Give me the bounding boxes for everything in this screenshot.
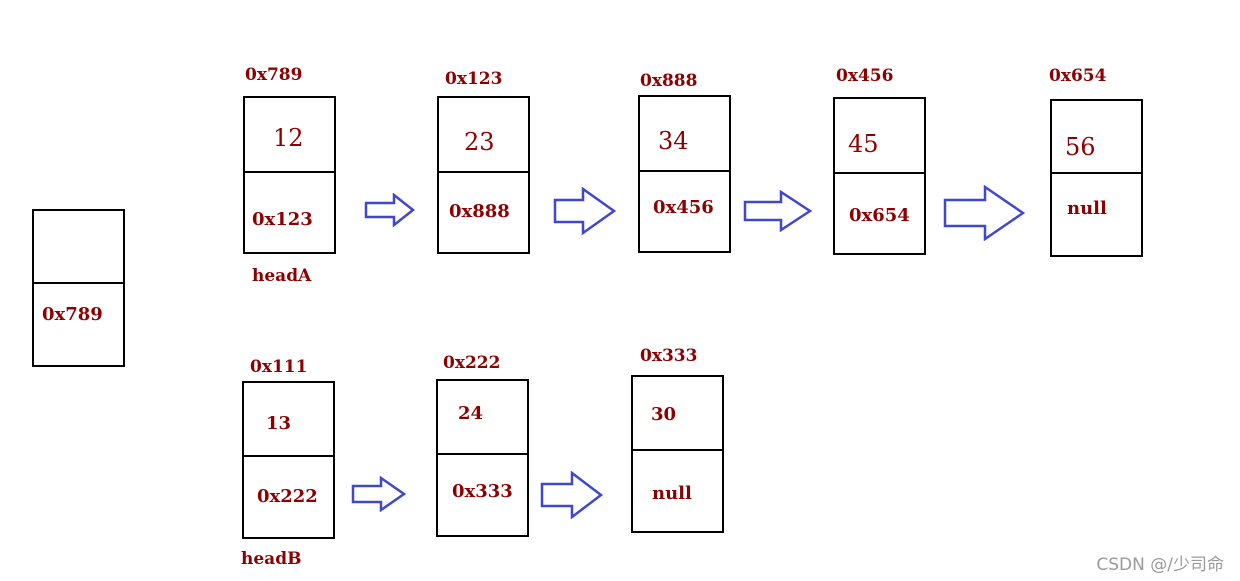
node-a4-next-cell: 0x654 — [835, 174, 924, 253]
node-b2-next: 0x333 — [452, 481, 513, 502]
node-a3-next: 0x456 — [653, 197, 714, 218]
node-a2-next: 0x888 — [449, 201, 510, 222]
list-a-node-2: 23 0x888 — [437, 96, 530, 254]
node-b2-value: 24 — [458, 403, 484, 424]
arrow-icon — [540, 471, 604, 519]
node-a1-next-cell: 0x123 — [245, 173, 334, 252]
node-a4-value: 45 — [848, 130, 879, 158]
node-a3-value: 34 — [658, 127, 689, 155]
node-a2-value-cell: 23 — [439, 98, 528, 173]
node-a1-value: 12 — [273, 124, 304, 152]
node-a5-value-cell: 56 — [1052, 101, 1141, 174]
node-b3-value: 30 — [651, 404, 677, 425]
list-b-node-3: 30 null — [631, 375, 724, 533]
head-a-label: headA — [252, 266, 312, 286]
list-a-node-3: 34 0x456 — [638, 95, 731, 253]
list-a-node-5: 56 null — [1050, 99, 1143, 257]
pointer-node: 0x789 — [32, 209, 125, 367]
node-b1-address: 0x111 — [250, 357, 308, 377]
node-a3-address: 0x888 — [640, 71, 698, 91]
node-b1-value: 13 — [266, 413, 292, 434]
node-a5-next-cell: null — [1052, 174, 1141, 255]
node-b3-next-cell: null — [633, 451, 722, 531]
node-a4-next: 0x654 — [849, 205, 910, 226]
node-a5-value: 56 — [1065, 133, 1096, 161]
node-b1-next-cell: 0x222 — [244, 457, 333, 537]
node-a5-next: null — [1067, 198, 1107, 219]
node-b2-next-cell: 0x333 — [438, 455, 527, 535]
head-b-label: headB — [241, 549, 302, 569]
watermark: CSDN @/少司命 — [1096, 555, 1224, 575]
node-a1-address: 0x789 — [245, 65, 303, 85]
node-a4-address: 0x456 — [836, 66, 894, 86]
arrow-icon — [743, 190, 813, 232]
list-a-node-1: 12 0x123 — [243, 96, 336, 254]
node-b3-value-cell: 30 — [633, 377, 722, 451]
pointer-node-empty-cell — [34, 211, 123, 284]
node-b3-next: null — [652, 483, 692, 504]
node-a2-next-cell: 0x888 — [439, 173, 528, 252]
node-a1-value-cell: 12 — [245, 98, 334, 173]
node-a4-value-cell: 45 — [835, 99, 924, 174]
arrow-icon — [351, 476, 407, 512]
node-a1-next: 0x123 — [252, 209, 313, 230]
pointer-node-next: 0x789 — [42, 304, 103, 325]
node-b2-value-cell: 24 — [438, 381, 527, 455]
arrow-icon — [553, 187, 617, 236]
node-a3-next-cell: 0x456 — [640, 172, 729, 251]
node-b3-address: 0x333 — [640, 346, 698, 366]
node-b2-address: 0x222 — [443, 353, 501, 373]
pointer-node-next-cell: 0x789 — [34, 284, 123, 365]
list-a-node-4: 45 0x654 — [833, 97, 926, 255]
node-a5-address: 0x654 — [1049, 66, 1107, 86]
arrow-icon — [364, 193, 416, 227]
node-a3-value-cell: 34 — [640, 97, 729, 172]
list-b-node-2: 24 0x333 — [436, 379, 529, 537]
node-a2-value: 23 — [464, 128, 495, 156]
node-a2-address: 0x123 — [445, 69, 503, 89]
node-b1-next: 0x222 — [257, 486, 318, 507]
arrow-icon — [943, 185, 1026, 241]
list-b-node-1: 13 0x222 — [242, 381, 335, 539]
node-b1-value-cell: 13 — [244, 383, 333, 457]
